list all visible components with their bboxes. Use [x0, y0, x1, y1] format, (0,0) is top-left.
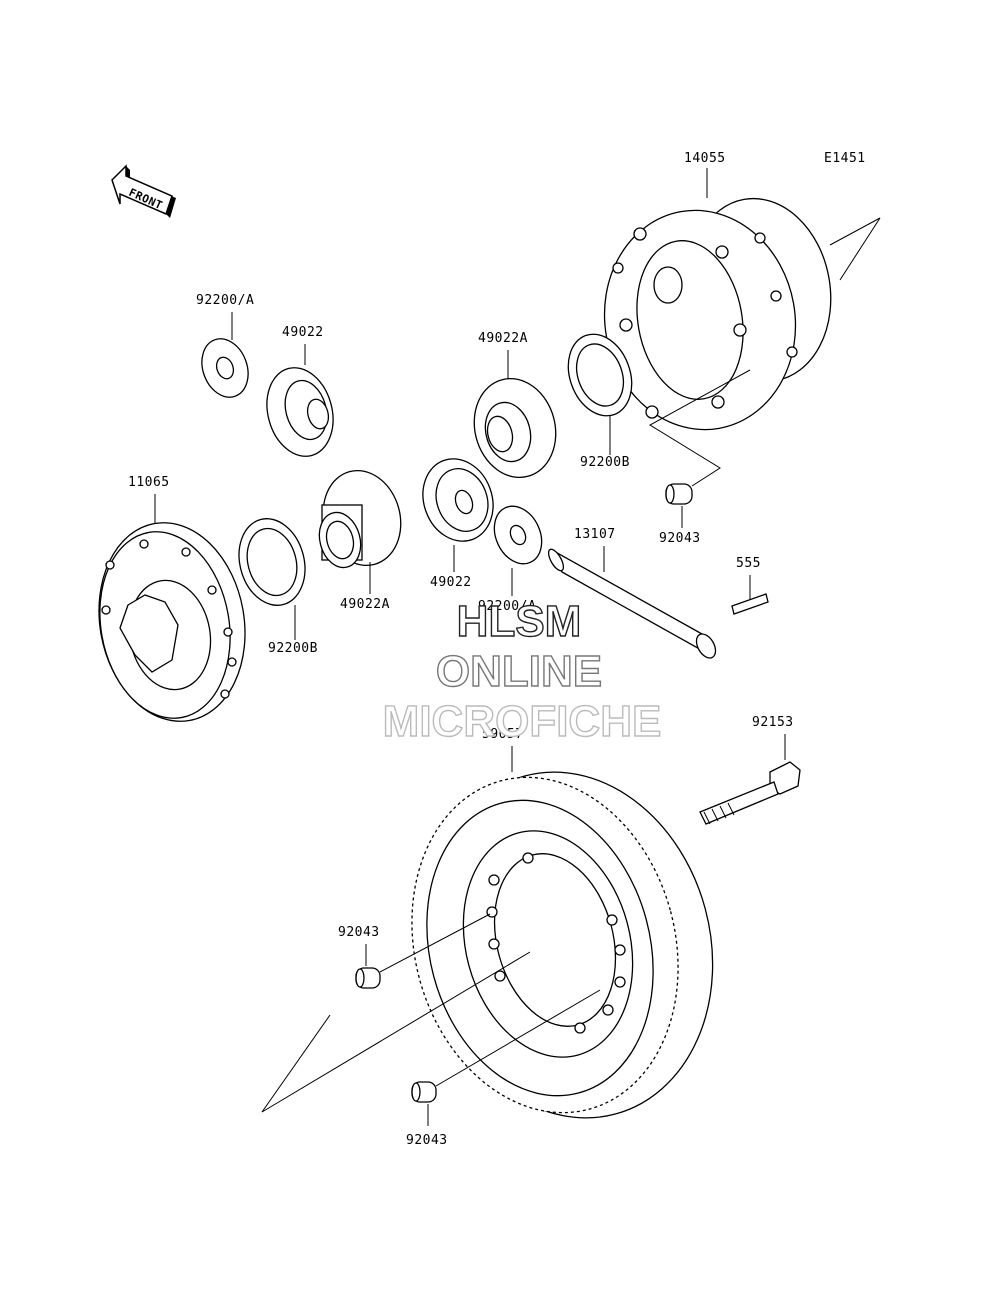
label-49022a-mid: 49022A — [340, 597, 390, 612]
label-49022a-top: 49022A — [478, 331, 528, 346]
label-92200b-left: 92200B — [268, 641, 318, 656]
dowel-pin-92043-right[interactable]: 92043 — [659, 483, 701, 546]
ring-gear-59057[interactable]: 59057 — [261, 727, 751, 1150]
front-arrow-icon: FRONT — [111, 164, 176, 218]
watermark-line1: HLSM — [457, 597, 582, 646]
side-gear-49022a-top[interactable]: 49022A — [463, 331, 566, 487]
washer-92200a-top[interactable]: 92200/A — [194, 293, 256, 404]
label-92043-bottom: 92043 — [406, 1133, 448, 1148]
differential-case-14055[interactable]: 14055 — [587, 151, 881, 487]
watermark-line3: MICROFICHE — [383, 697, 662, 746]
watermark-line2: ONLINE — [436, 647, 602, 696]
label-92200b-right: 92200B — [580, 455, 630, 470]
shaft-13107[interactable]: 13107 — [546, 527, 720, 661]
diagram-code: E1451 — [824, 151, 866, 166]
label-92153: 92153 — [752, 715, 794, 730]
label-92043-left: 92043 — [338, 925, 380, 940]
differential-cover-11065[interactable]: 11065 — [84, 475, 261, 733]
label-555: 555 — [736, 556, 761, 571]
label-92043-right: 92043 — [659, 531, 701, 546]
pinion-gear-49022-top[interactable]: 49022 — [257, 325, 342, 464]
label-11065: 11065 — [128, 475, 170, 490]
label-13107: 13107 — [574, 527, 616, 542]
dowel-pin-92043-left[interactable]: 92043 — [338, 913, 491, 989]
label-14055: 14055 — [684, 151, 726, 166]
watermark: HLSM ONLINE MICROFICHE — [382, 596, 662, 746]
side-gear-49022a-mid[interactable]: 49022A — [313, 462, 411, 612]
label-59057: 59057 — [482, 727, 524, 742]
dowel-pin-92043-bottom[interactable]: 92043 — [406, 989, 601, 1148]
washer-92200b-right[interactable]: 92200B — [557, 325, 642, 470]
washer-92200a-mid[interactable]: 92200/A — [478, 499, 551, 614]
pin-555[interactable]: 555 — [731, 556, 769, 615]
label-49022-mid: 49022 — [430, 575, 472, 590]
washer-92200b-left[interactable]: 92200B — [230, 511, 318, 656]
pinion-gear-49022-mid[interactable]: 49022 — [412, 449, 505, 590]
label-92200a-top: 92200/A — [196, 293, 254, 308]
label-49022-top: 49022 — [282, 325, 324, 340]
bolt-92153[interactable]: 92153 — [699, 715, 801, 825]
label-92200a-mid: 92200/A — [478, 599, 536, 614]
